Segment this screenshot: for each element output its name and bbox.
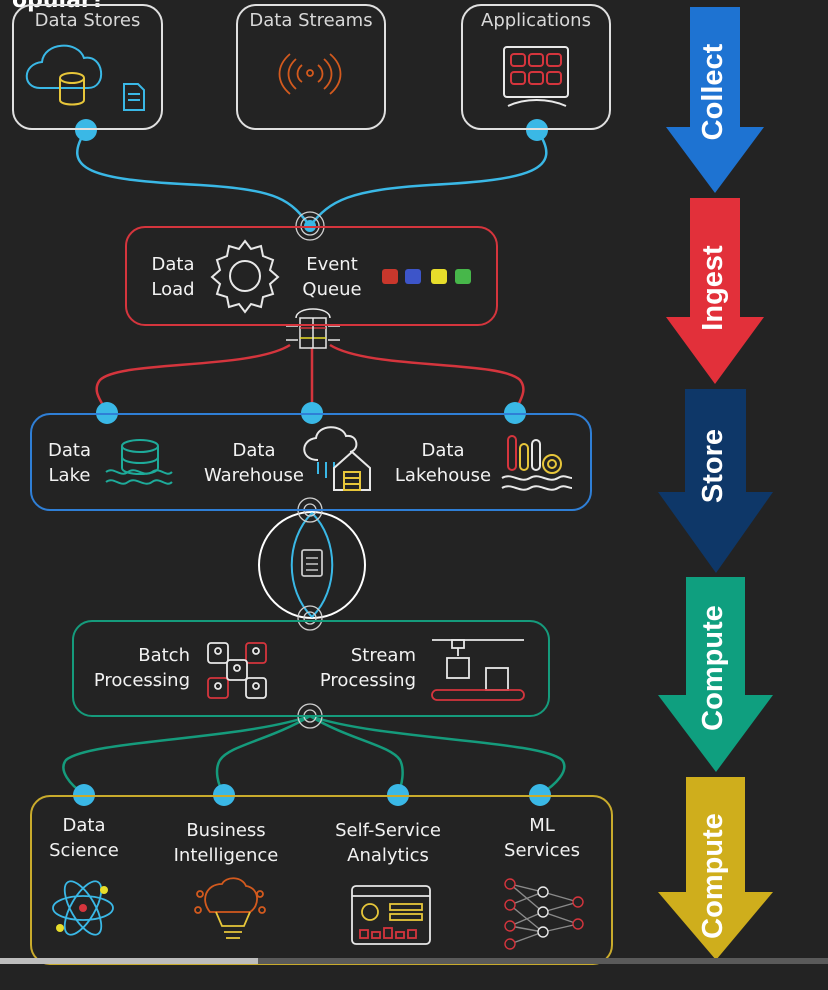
- broadcast-signal-icon: [278, 53, 342, 95]
- stage-arrow-store: [658, 389, 773, 573]
- page-heading-fragment: opular?: [12, 0, 105, 13]
- lake-database-icon: [105, 439, 173, 485]
- store-label-data-lake: Data Lake: [48, 440, 91, 486]
- stage-label-store: Store: [697, 428, 729, 504]
- gear-icon: [210, 239, 280, 314]
- store-label-data-warehouse: Data Warehouse: [203, 440, 305, 486]
- transfer-lens: [258, 511, 366, 619]
- collect-connectors: [75, 129, 548, 227]
- process-label-stream-processing: Stream Processing: [319, 645, 416, 691]
- process-box: [72, 620, 550, 717]
- stage-label-compute-1: Compute: [697, 605, 729, 731]
- source-label-data-streams: Data Streams: [249, 10, 373, 31]
- ingest-box: [125, 226, 498, 326]
- conveyor-icon: [431, 639, 525, 701]
- consume-label-ml-services: ML Services: [504, 815, 580, 861]
- ingest-label-data-load: Data Load: [151, 254, 195, 300]
- dashboard-icon: [351, 885, 431, 945]
- monitor-grid-icon: [503, 46, 569, 107]
- source-box-data-stores: [12, 4, 163, 130]
- stage-arrow-compute-1: [658, 577, 773, 772]
- stage-arrow-collect: [666, 7, 764, 193]
- source-box-data-streams: [236, 4, 386, 130]
- consume-connectors: [62, 714, 566, 796]
- cloud-database-icon: [25, 44, 145, 111]
- store-box: [30, 413, 592, 511]
- server-hub-icon: [286, 308, 340, 349]
- lakehouse-icon: [501, 435, 573, 491]
- consume-label-self-service-analytics: Self-Service Analytics: [335, 820, 441, 866]
- stage-arrow-compute-2: [658, 777, 773, 960]
- cloud-warehouse-icon: [303, 426, 371, 491]
- batch-users-icon: [207, 642, 267, 699]
- stage-arrow-ingest: [666, 198, 764, 384]
- ingest-connectors: [95, 343, 525, 413]
- consume-label-business-intelligence: Business Intelligence: [173, 820, 279, 866]
- atom-icon: [52, 880, 114, 936]
- progress-bar-played: [0, 958, 258, 964]
- process-label-batch-processing: Batch Processing: [93, 645, 190, 691]
- stage-label-ingest: Ingest: [697, 245, 729, 331]
- consume-box: [30, 795, 613, 965]
- hub-compute-top: [297, 605, 323, 631]
- neural-network-icon: [504, 878, 584, 950]
- store-label-data-lakehouse: Data Lakehouse: [394, 440, 492, 486]
- source-label-data-stores: Data Stores: [34, 10, 141, 31]
- stage-label-compute-2: Compute: [697, 813, 729, 939]
- connector-dots: [73, 119, 551, 806]
- ingest-label-event-queue: Event Queue: [302, 254, 362, 300]
- consume-label-data-science: Data Science: [49, 815, 119, 861]
- source-box-applications: [461, 4, 611, 130]
- brain-bulb-icon: [194, 877, 266, 939]
- stage-arrows: [658, 7, 773, 960]
- stage-label-collect: Collect: [697, 43, 729, 141]
- source-label-applications: Applications: [481, 10, 591, 31]
- progress-bar[interactable]: [0, 958, 828, 964]
- queue-blocks-icon: [382, 269, 471, 284]
